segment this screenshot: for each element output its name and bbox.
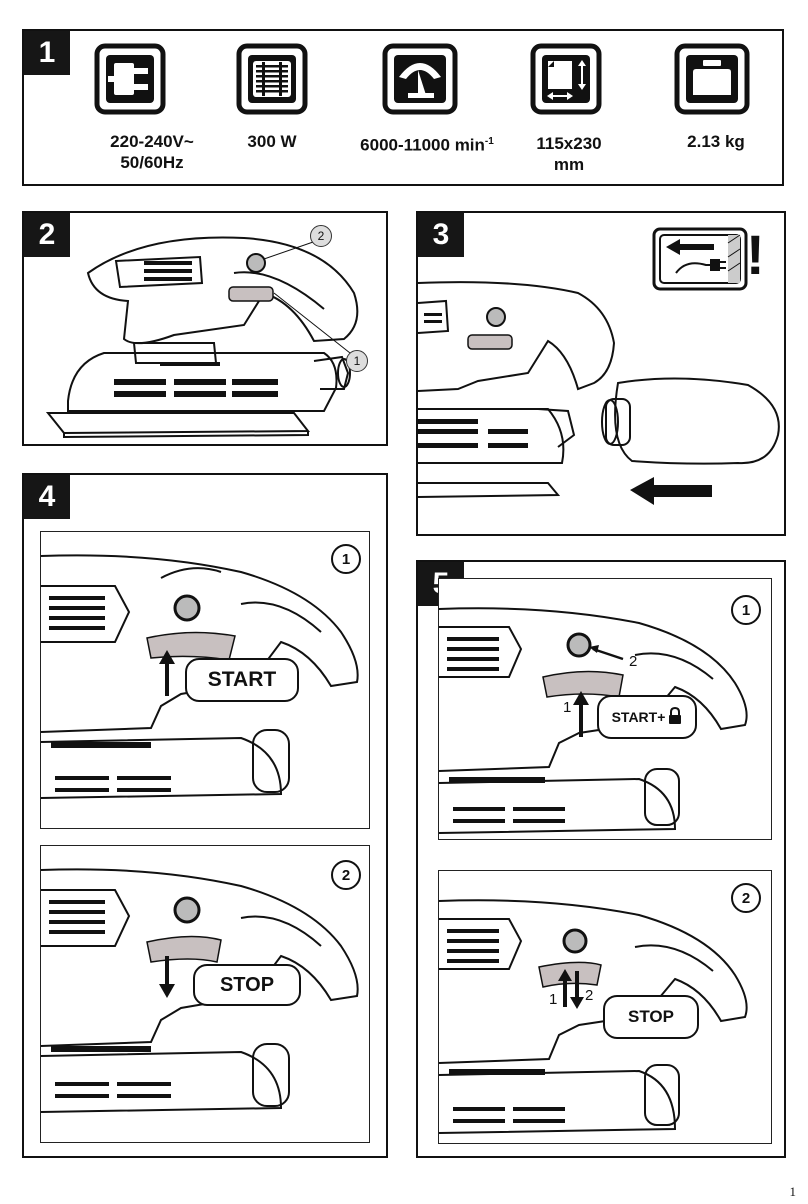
stop-step-drawing: [41, 868, 359, 1113]
step-marker-2: 2: [731, 883, 761, 913]
stop-step: 2 STOP: [40, 845, 370, 1143]
panel-number: 3: [418, 213, 464, 257]
pad-size-icon: [530, 43, 602, 120]
step-marker-1: 1: [731, 595, 761, 625]
arrow-label-1: 1: [563, 699, 572, 716]
weight-icon: [674, 43, 750, 120]
start-lock-label: START+: [597, 695, 697, 739]
motor-icon: [236, 43, 308, 120]
dust-bag-drawing: [418, 227, 780, 505]
stop-lock-step-drawing: [439, 899, 748, 1134]
sander-drawing: [45, 236, 359, 439]
stop-lock-step: 2 1 2 STOP: [438, 870, 772, 1144]
frequency-value: 50/60Hz: [120, 153, 184, 172]
speed-spec: 6000-11000 min-1: [342, 131, 512, 156]
callout-2: 2: [310, 225, 332, 247]
power-spec: 300 W: [224, 131, 320, 152]
arrow-label-2: 2: [585, 987, 594, 1004]
pad-size-value: 115x230: [536, 134, 602, 153]
voltage-spec: 220-240V~ 50/60Hz: [82, 131, 222, 173]
overview-panel: 2 1 2: [22, 211, 388, 446]
lock-panel: 5 1 2 1: [416, 560, 786, 1158]
pad-size-spec: 115x230 mm: [514, 133, 624, 175]
speed-value: 6000-11000 min: [360, 135, 485, 155]
start-step-drawing: [41, 554, 359, 799]
start-step: 1 START: [40, 531, 370, 829]
start-lock-text: START+: [611, 709, 666, 725]
stop-lock-label: STOP: [603, 995, 699, 1039]
callout-1: 1: [346, 350, 368, 372]
start-lock-step: 1 2 1 START+: [438, 578, 772, 840]
start-lock-step-drawing: [439, 607, 748, 834]
pad-size-unit: mm: [553, 155, 585, 174]
weight-spec: 2.13 kg: [666, 131, 766, 152]
dust-bag-panel: 3: [416, 211, 786, 536]
padlock-icon: [668, 706, 682, 728]
arrow-label-2: 2: [629, 653, 638, 670]
switch-panel: 4 1 START: [22, 473, 388, 1158]
weight-value: 2.13 kg: [687, 132, 745, 151]
speed-gauge-icon: [382, 43, 458, 120]
panel-number: 2: [24, 213, 70, 257]
panel-number: 4: [24, 475, 70, 519]
speed-unit-exponent: -1: [484, 136, 494, 147]
step-marker-2: 2: [331, 860, 361, 890]
power-value: 300 W: [247, 132, 297, 151]
step-marker-1: 1: [331, 544, 361, 574]
arrow-label-1: 1: [549, 991, 558, 1008]
start-label: START: [185, 658, 299, 702]
page-number: 1: [789, 1184, 797, 1199]
panel-number: 1: [24, 31, 70, 75]
plug-icon: [94, 43, 166, 120]
warning-icon: !: [746, 223, 765, 286]
voltage-value: 220-240V~: [110, 132, 194, 151]
specs-panel: 1 220-240V~ 50/60Hz 3: [22, 29, 784, 186]
stop-label: STOP: [193, 964, 301, 1006]
